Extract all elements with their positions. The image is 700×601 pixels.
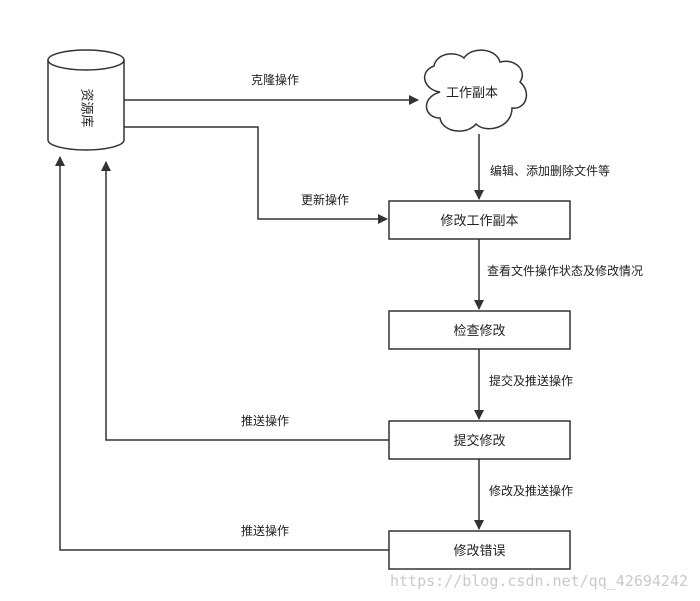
- commit-changes-label: 提交修改: [453, 433, 505, 449]
- push-from-commit-edge-label: 推送操作: [241, 413, 289, 428]
- push-from-fix-edge-label: 推送操作: [241, 523, 289, 538]
- commit-changes-node: 提交修改: [388, 420, 571, 460]
- check-changes-label: 检查修改: [453, 324, 505, 339]
- view-status-edge-label: 查看文件操作状态及修改情况: [487, 263, 643, 278]
- push-from-fix-edge: [55, 156, 389, 551]
- watermark-text: https://blog.csdn.net/qq_42694242: [390, 572, 688, 590]
- fix-errors-label: 修改错误: [453, 544, 505, 559]
- push-from-commit-edge: [101, 161, 389, 441]
- commit-push-edge-label: 提交及推送操作: [489, 373, 573, 388]
- repository-node: 资源库: [47, 49, 125, 151]
- clone-edge-label: 克隆操作: [251, 72, 299, 87]
- modify-push-edge-label: 修改及推送操作: [489, 483, 573, 498]
- fix-errors-node: 修改错误: [388, 530, 571, 570]
- modify-working-copy-node: 修改工作副本: [388, 200, 571, 240]
- edit-edge-label: 编辑、添加删除文件等: [490, 163, 610, 178]
- modify-working-copy-label: 修改工作副本: [440, 214, 518, 229]
- check-changes-node: 检查修改: [388, 310, 571, 350]
- working-copy-node: 工作副本: [423, 49, 528, 132]
- update-edge-label: 更新操作: [301, 192, 349, 207]
- update-edge: [124, 126, 388, 224]
- repository-label: 资源库: [79, 88, 95, 127]
- working-copy-label: 工作副本: [446, 86, 498, 101]
